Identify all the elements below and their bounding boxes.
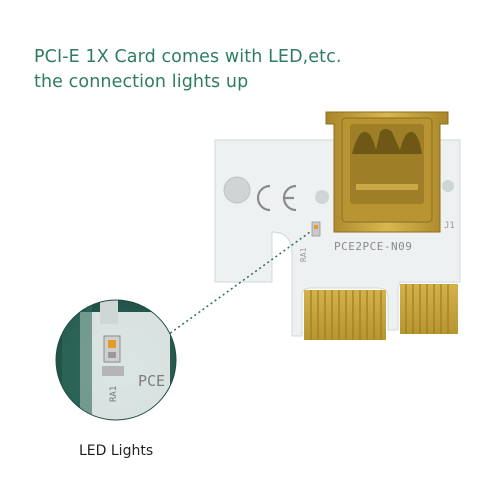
pcb-connector-ref: J1 xyxy=(444,221,455,231)
zoom-model-fragment: PCE xyxy=(138,372,165,390)
pcb-model-label: PCE2PCE-N09 xyxy=(334,240,412,253)
via-hole xyxy=(442,180,454,192)
gold-fingers-right xyxy=(400,284,458,334)
usb-port-icon xyxy=(325,111,449,233)
callout-line xyxy=(157,231,311,343)
led-lights-caption: LED Lights xyxy=(79,443,154,459)
via-hole xyxy=(315,190,329,204)
zoom-resistor-label: RA1 xyxy=(109,386,119,402)
pcb-resistor-label: RA1 xyxy=(299,247,308,262)
mounting-hole xyxy=(223,176,251,204)
headline-line-1: PCI-E 1X Card comes with LED,etc. xyxy=(34,47,342,67)
led-zoom-callout: RA1 PCE xyxy=(55,299,177,421)
gold-fingers-left xyxy=(304,290,386,340)
ce-mark-icon xyxy=(256,184,297,212)
headline-line-2: the connection lights up xyxy=(34,72,249,92)
